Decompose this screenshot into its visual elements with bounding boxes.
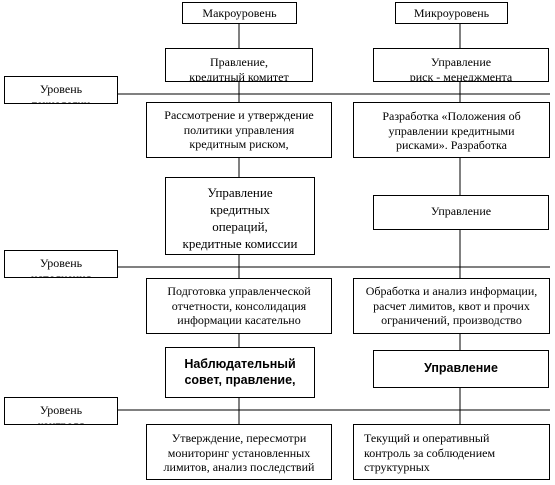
execution-level-box: Уровень исполнения [4, 250, 118, 278]
technology-level-box: Уровень технологии [4, 76, 118, 104]
micro-level-header-label: Микроуровень [413, 6, 490, 20]
macro-level-header: Макроуровень [182, 2, 297, 24]
department-label: Управление [430, 204, 492, 218]
risk-management-label: Управление риск - менеджмента [409, 55, 513, 82]
supervisory-board-label: Наблюдательный совет, правление, [184, 357, 296, 387]
credit-operations-label: Управление кредитных операций, кредитные… [182, 185, 298, 251]
management-label: Правление, кредитный комитет [189, 55, 289, 82]
risk-management-box: Управление риск - менеджмента [373, 48, 549, 82]
regulation-development-label: Разработка «Положения об управлении кред… [382, 109, 521, 152]
control-level-box: Уровень контроля [4, 397, 118, 425]
management-bold-box: Управление [373, 350, 549, 388]
control-level-label: Уровень контроля [37, 403, 85, 425]
reporting-box: Подготовка управленческой отчетности, ко… [146, 278, 332, 334]
limits-approval-box: Утверждение, пересмотри мониторинг устан… [146, 424, 332, 480]
analysis-box: Обработка и анализ информации, расчет ли… [353, 278, 550, 334]
limits-approval-label: Утверждение, пересмотри мониторинг устан… [163, 431, 315, 474]
analysis-label: Обработка и анализ информации, расчет ли… [365, 284, 538, 327]
macro-level-header-label: Макроуровень [202, 6, 277, 20]
management-bold-label: Управление [424, 361, 498, 375]
current-control-box: Текущий и оперативный контроль за соблюд… [353, 424, 550, 480]
supervisory-board-box: Наблюдательный совет, правление, [165, 347, 315, 398]
current-control-label: Текущий и оперативный контроль за соблюд… [364, 431, 496, 474]
management-box: Правление, кредитный комитет [165, 48, 313, 82]
policy-review-label: Рассмотрение и утверждение политики упра… [164, 108, 314, 151]
micro-level-header: Микроуровень [395, 2, 508, 24]
regulation-development-box: Разработка «Положения об управлении кред… [353, 102, 550, 158]
department-box: Управление [373, 195, 549, 230]
reporting-label: Подготовка управленческой отчетности, ко… [167, 284, 311, 327]
credit-operations-box: Управление кредитных операций, кредитные… [165, 177, 315, 255]
execution-level-label: Уровень исполнения [30, 256, 92, 278]
technology-level-label: Уровень технологии [31, 82, 91, 104]
policy-review-box: Рассмотрение и утверждение политики упра… [146, 102, 332, 158]
